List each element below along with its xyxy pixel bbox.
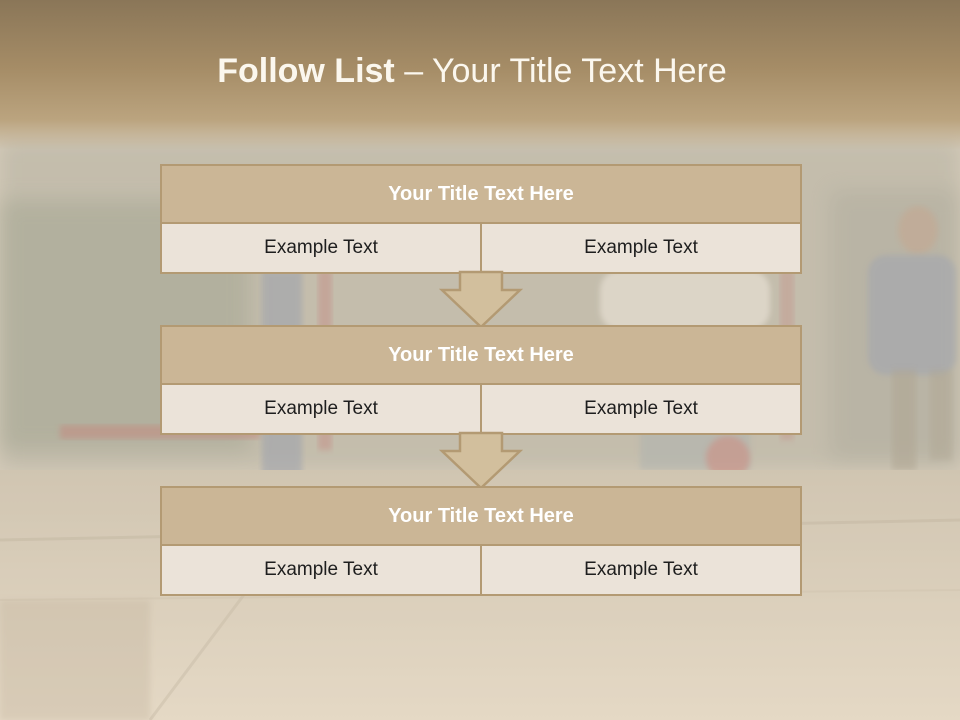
page-title: Follow List – Your Title Text Here <box>0 52 944 91</box>
block-3-right-cell: Example Text <box>480 544 802 596</box>
block-1-right-cell: Example Text <box>480 222 802 274</box>
down-arrow-icon <box>438 270 524 329</box>
title-bold: Follow List <box>217 52 395 90</box>
block-header-3: Your Title Text Here <box>160 486 802 546</box>
title-rest: Your Title Text Here <box>431 52 727 90</box>
block-2-left-cell: Example Text <box>160 383 482 435</box>
header-band <box>0 0 960 150</box>
title-separator: – <box>394 52 432 90</box>
block-1-left-cell: Example Text <box>160 222 482 274</box>
block-header-1: Your Title Text Here <box>160 164 802 224</box>
block-3-left-cell: Example Text <box>160 544 482 596</box>
block-header-2: Your Title Text Here <box>160 325 802 385</box>
down-arrow-icon <box>438 431 524 490</box>
block-2-right-cell: Example Text <box>480 383 802 435</box>
